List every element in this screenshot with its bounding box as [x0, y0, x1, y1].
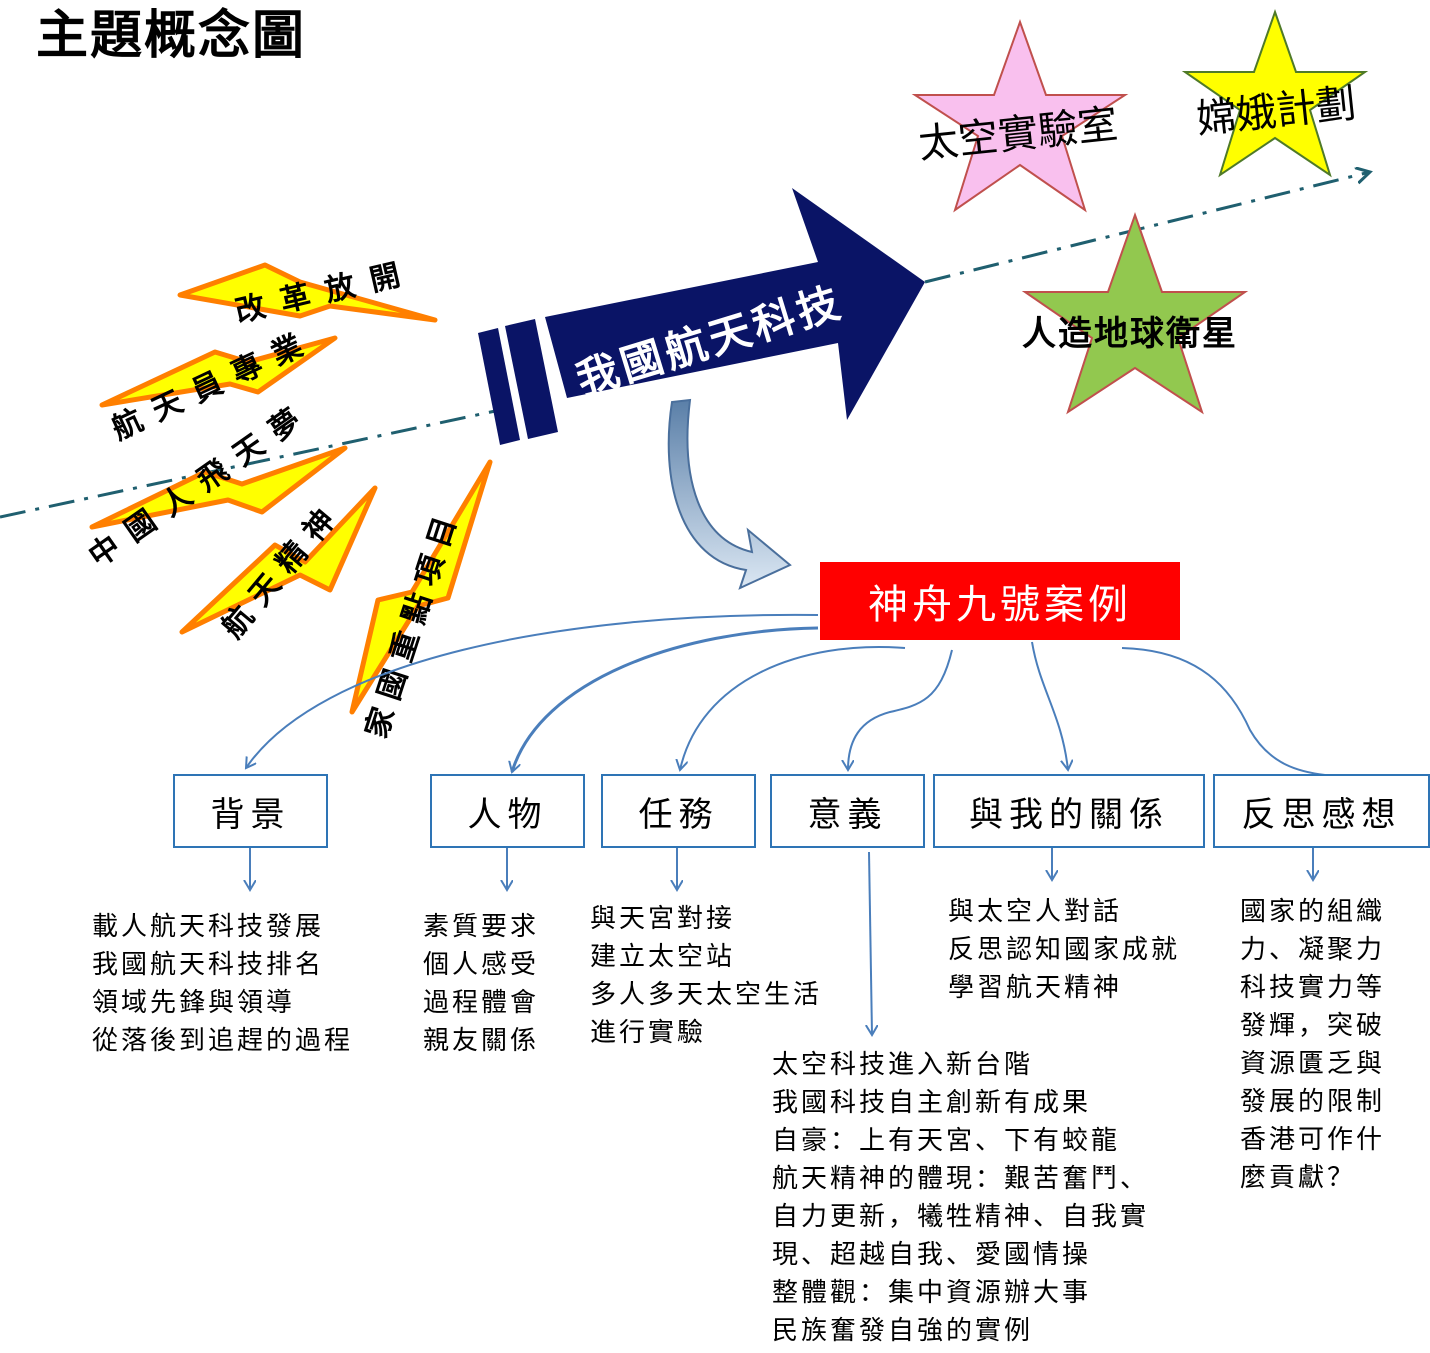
- details-reflection: 國家的組織 力、凝聚力 科技實力等 發輝，突破 資源匱乏與 發展的限制 香港可作…: [1240, 893, 1385, 1197]
- main-arrow: 我國航天科技: [478, 188, 925, 445]
- detail-line: 素質要求: [423, 912, 540, 942]
- connector-task: [680, 646, 906, 770]
- detail-line: 過程體會: [423, 988, 540, 1018]
- details-relation: 與太空人對話 反思認知國家成就 學習航天精神: [948, 893, 1180, 1007]
- detail-line: 學習航天精神: [948, 973, 1123, 1003]
- category-box-reflection: 反思感想: [1213, 774, 1430, 848]
- lightning-bolt-spirit: 航天精神: [179, 485, 378, 645]
- page-title: 主題概念圖: [36, 6, 307, 66]
- category-box-task: 任務: [601, 774, 756, 848]
- detail-line: 自豪：上有天宮、下有蛟龍: [772, 1126, 1121, 1156]
- timeline-left: [0, 408, 501, 519]
- details-meaning: 太空科技進入新台階 我國科技自主創新有成果 自豪：上有天宮、下有蛟龍 航天精神的…: [772, 1046, 1149, 1350]
- detail-line: 我國航天科技排名: [92, 950, 325, 980]
- star-change: 嫦娥計劃: [1181, 8, 1369, 178]
- detail-line: 麼貢獻？: [1240, 1163, 1357, 1193]
- connector-meaning: [848, 649, 953, 770]
- details-people: 素質要求 個人感受 過程體會 親友關係: [423, 908, 539, 1060]
- detail-line: 多人多天太空生活: [590, 980, 823, 1010]
- details-task: 與天宮對接 建立太空站 多人多天太空生活 進行實驗: [590, 900, 822, 1052]
- detail-line: 航天精神的體現：艱苦奮鬥、: [772, 1164, 1150, 1194]
- category-box-background: 背景: [173, 774, 328, 848]
- category-box-people: 人物: [430, 774, 585, 848]
- detail-line: 載人航天科技發展: [92, 912, 325, 942]
- detail-line: 親友關係: [423, 1026, 540, 1056]
- detail-line: 領域先鋒與領導: [92, 988, 296, 1018]
- detail-line: 反思認知國家成就: [948, 935, 1181, 965]
- detail-line: 自力更新，犧牲精神、自我實: [772, 1202, 1150, 1232]
- down-arrow-meaning: [869, 851, 872, 1035]
- detail-line: 民族奮發自強的實例: [772, 1316, 1034, 1346]
- detail-line: 從落後到追趕的過程: [92, 1026, 354, 1056]
- detail-line: 與天宮對接: [590, 904, 736, 934]
- detail-line: 與太空人對話: [948, 897, 1123, 927]
- detail-line: 建立太空站: [590, 942, 736, 972]
- detail-line: 香港可作什: [1240, 1125, 1386, 1155]
- detail-line: 整體觀：集中資源辦大事: [772, 1278, 1092, 1308]
- lightning-bolt-national: 家國重點項目: [349, 459, 493, 742]
- detail-line: 我國科技自主創新有成果: [772, 1088, 1092, 1118]
- detail-line: 個人感受: [423, 950, 540, 980]
- category-box-meaning: 意義: [770, 774, 925, 848]
- detail-line: 資源匱乏與: [1240, 1049, 1386, 1079]
- center-case-box: 神舟九號案例: [820, 562, 1180, 640]
- curved-arrow: [667, 398, 792, 590]
- detail-line: 現、超越自我、愛國情操: [772, 1240, 1092, 1270]
- detail-line: 科技實力等: [1240, 973, 1386, 1003]
- details-background: 載人航天科技發展 我國航天科技排名 領域先鋒與領導 從落後到追趕的過程: [92, 908, 353, 1060]
- star-satellite: 人造地球衛星: [1021, 211, 1249, 415]
- star-label-satellite: 人造地球衛星: [1022, 314, 1238, 354]
- detail-line: 太空科技進入新台階: [772, 1050, 1034, 1080]
- detail-line: 力、凝聚力: [1240, 935, 1386, 965]
- detail-line: 進行實驗: [590, 1018, 707, 1048]
- detail-line: 發輝，突破: [1240, 1011, 1386, 1041]
- detail-line: 國家的組織: [1240, 897, 1386, 927]
- connector-reflection: [1121, 647, 1326, 776]
- connector-people: [512, 626, 819, 772]
- lightning-bolt-reform: 改革放開: [177, 254, 438, 330]
- star-space-lab: 太空實驗室: [911, 19, 1129, 213]
- detail-line: 發展的限制: [1240, 1087, 1386, 1117]
- connector-background: [246, 613, 819, 768]
- connector-relation: [1031, 641, 1068, 770]
- category-box-relation: 與我的關係: [933, 774, 1205, 848]
